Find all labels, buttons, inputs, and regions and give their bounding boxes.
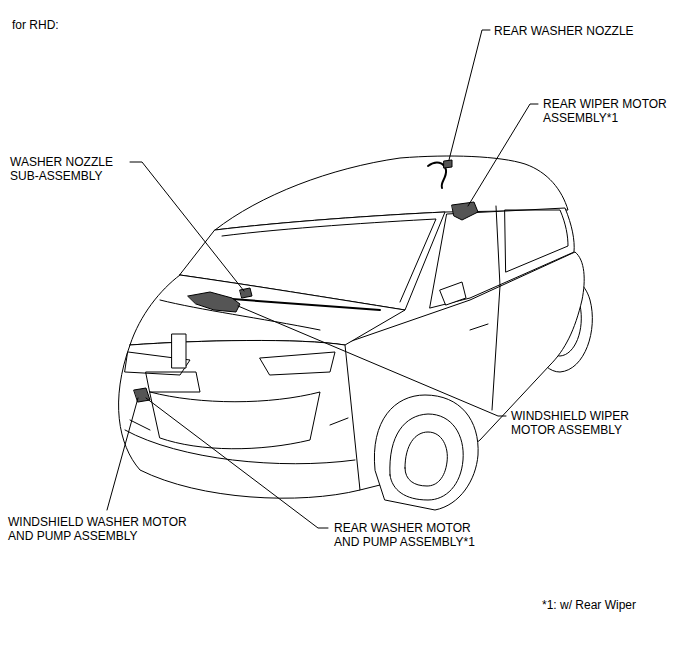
fog-lamp (130, 418, 348, 430)
rear-washer-hose (428, 163, 446, 188)
headlight-right (260, 352, 335, 375)
washer-pumps (134, 388, 150, 402)
door-mirror (440, 282, 466, 305)
front-wheel (390, 414, 463, 500)
wiper-motor (188, 292, 240, 312)
front-wheel-arch (374, 395, 478, 510)
leader-line (130, 162, 244, 291)
rear-wiper-motor (452, 202, 478, 220)
leader-line (468, 104, 538, 206)
part-name: WINDSHIELD WASHER MOTOR AND PUMP ASSEMBL… (8, 515, 196, 543)
door-handle (470, 324, 488, 330)
leader-line (146, 398, 328, 528)
part-name: REAR WIPER MOTOR ASSEMBLY*1 (543, 97, 678, 125)
part-name: REAR WASHER NOZZLE (494, 24, 654, 38)
washer-inlet (172, 334, 186, 368)
leader-line (449, 30, 490, 160)
leader-line (238, 306, 506, 416)
door-line (492, 206, 500, 410)
leader-line (107, 398, 138, 510)
front-face (119, 340, 360, 498)
bumper-line (125, 430, 355, 464)
side-window-rear (505, 210, 568, 272)
heading: for RHD: (12, 18, 59, 32)
rear-washer-nozzle (444, 160, 452, 168)
footnote: *1: w/ Rear Wiper (542, 598, 682, 612)
washer-nozzle (240, 288, 252, 298)
hood (130, 275, 405, 345)
part-name: WASHER NOZZLE SUB-ASSEMBLY (10, 155, 128, 183)
side-window (430, 208, 574, 308)
front-wheel-rim (405, 432, 447, 486)
washer-tank (146, 372, 200, 392)
part-name: WINDSHIELD WIPER MOTOR ASSEMBLY (511, 409, 639, 437)
part-name: REAR WASHER MOTOR AND PUMP ASSEMBLY*1 (334, 521, 486, 549)
